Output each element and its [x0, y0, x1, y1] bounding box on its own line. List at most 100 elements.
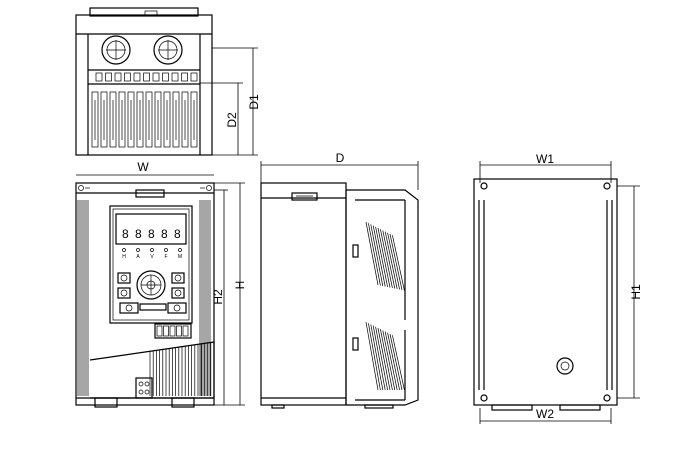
- display-digit: 8: [148, 227, 155, 241]
- louver-line: [377, 227, 391, 288]
- heatsink-fin: [118, 91, 126, 148]
- h-label: H: [233, 281, 247, 290]
- bottom-terminal-icon: [135, 377, 153, 399]
- ground-screw-icon: [556, 357, 574, 375]
- heatsink-fin: [109, 91, 117, 148]
- louver-line: [370, 324, 384, 391]
- terminal-tooth: [171, 72, 179, 82]
- heatsink-fin: [145, 91, 153, 148]
- led-label: H: [122, 254, 126, 260]
- d-label: D: [336, 151, 345, 165]
- louver-line: [375, 326, 388, 391]
- terminal-tooth: [143, 72, 150, 82]
- w1-label: W1: [536, 152, 554, 166]
- display-digit: 8: [122, 227, 129, 241]
- terminal-tooth: [152, 72, 160, 82]
- display-digit: 8: [161, 227, 168, 241]
- heatsink-fin: [172, 91, 180, 148]
- cable-gland-right-icon: [153, 35, 183, 65]
- dimension-d1: D1: [212, 47, 261, 156]
- label-cell: [176, 325, 182, 337]
- louver-line: [392, 335, 405, 391]
- d1-label: D1: [247, 94, 261, 110]
- keypad-label-strip: [156, 325, 189, 337]
- heatsink-fin: [181, 91, 189, 148]
- heatsink-fin: [154, 91, 162, 148]
- louver-line: [380, 229, 393, 289]
- heatsink-fin: [190, 91, 198, 148]
- lower-cover-vent: [149, 342, 212, 396]
- heatsink-fin: [163, 91, 171, 148]
- heatsink-fin: [136, 91, 144, 148]
- louver-line: [387, 332, 400, 391]
- led-dot: [150, 248, 154, 252]
- dimension-d2: D2: [200, 82, 243, 155]
- label-cell: [182, 325, 189, 337]
- cable-gland-left-icon: [101, 35, 131, 65]
- w-label: W: [137, 160, 149, 174]
- side-vent-right: [199, 200, 211, 396]
- louver-line: [375, 226, 388, 288]
- keypad-buttons[interactable]: [117, 272, 187, 314]
- louver-line: [370, 224, 384, 287]
- w2-label: W2: [536, 407, 554, 421]
- terminal-tooth: [124, 72, 131, 82]
- h1-label: H1: [629, 284, 643, 300]
- led-label: M: [178, 254, 182, 260]
- dimension-h: H: [214, 182, 247, 406]
- terminal-tooth: [133, 72, 141, 82]
- louver-line: [384, 331, 398, 391]
- terminal-tooth: [95, 72, 103, 82]
- h2-label: H2: [211, 289, 225, 305]
- terminal-tooth: [181, 72, 188, 82]
- d2-label: D2: [225, 112, 239, 128]
- louver-line: [387, 232, 400, 290]
- led-dot: [122, 248, 126, 252]
- louver-line: [382, 330, 396, 391]
- heatsink-fins: [91, 91, 198, 148]
- label-cell: [156, 325, 163, 337]
- display-digit: 8: [174, 227, 181, 241]
- louver-line: [389, 233, 403, 291]
- dimension-h2: H2: [211, 189, 228, 405]
- louver-line: [365, 221, 379, 286]
- louver-line: [372, 325, 386, 391]
- led-dot: [178, 248, 182, 252]
- label-cell: [163, 325, 169, 337]
- louver-line: [365, 321, 379, 391]
- heatsink-fin: [91, 91, 99, 148]
- terminal-tooth: [114, 72, 122, 82]
- louver-line: [384, 231, 398, 290]
- side-vent-top: [365, 221, 405, 291]
- louver-line: [368, 223, 381, 286]
- louver-line: [389, 333, 403, 391]
- louver-line: [368, 323, 381, 391]
- louver-line: [382, 230, 396, 289]
- side-vent-left: [77, 200, 89, 396]
- heatsink-fin: [127, 91, 135, 148]
- side-vent-bottom: [365, 321, 405, 391]
- heatsink-fin: [100, 91, 108, 148]
- led-dot: [164, 248, 168, 252]
- led-label: V: [150, 254, 154, 260]
- display-digit: 8: [135, 227, 142, 241]
- control-knob-icon[interactable]: [136, 270, 166, 300]
- louver-line: [392, 235, 405, 291]
- led-label: A: [136, 254, 140, 260]
- louver-line: [377, 327, 391, 391]
- terminal-tooth: [190, 72, 198, 82]
- top-view: [75, 7, 213, 156]
- louver-line: [372, 225, 386, 287]
- terminal-strip: [95, 72, 198, 82]
- louver-line: [380, 329, 393, 391]
- side-view: D: [260, 151, 419, 409]
- led-label: F: [164, 254, 167, 260]
- terminal-tooth: [162, 72, 169, 82]
- led-dot: [136, 248, 140, 252]
- back-view: W1 W2 H1: [473, 152, 643, 424]
- terminal-tooth: [105, 72, 112, 82]
